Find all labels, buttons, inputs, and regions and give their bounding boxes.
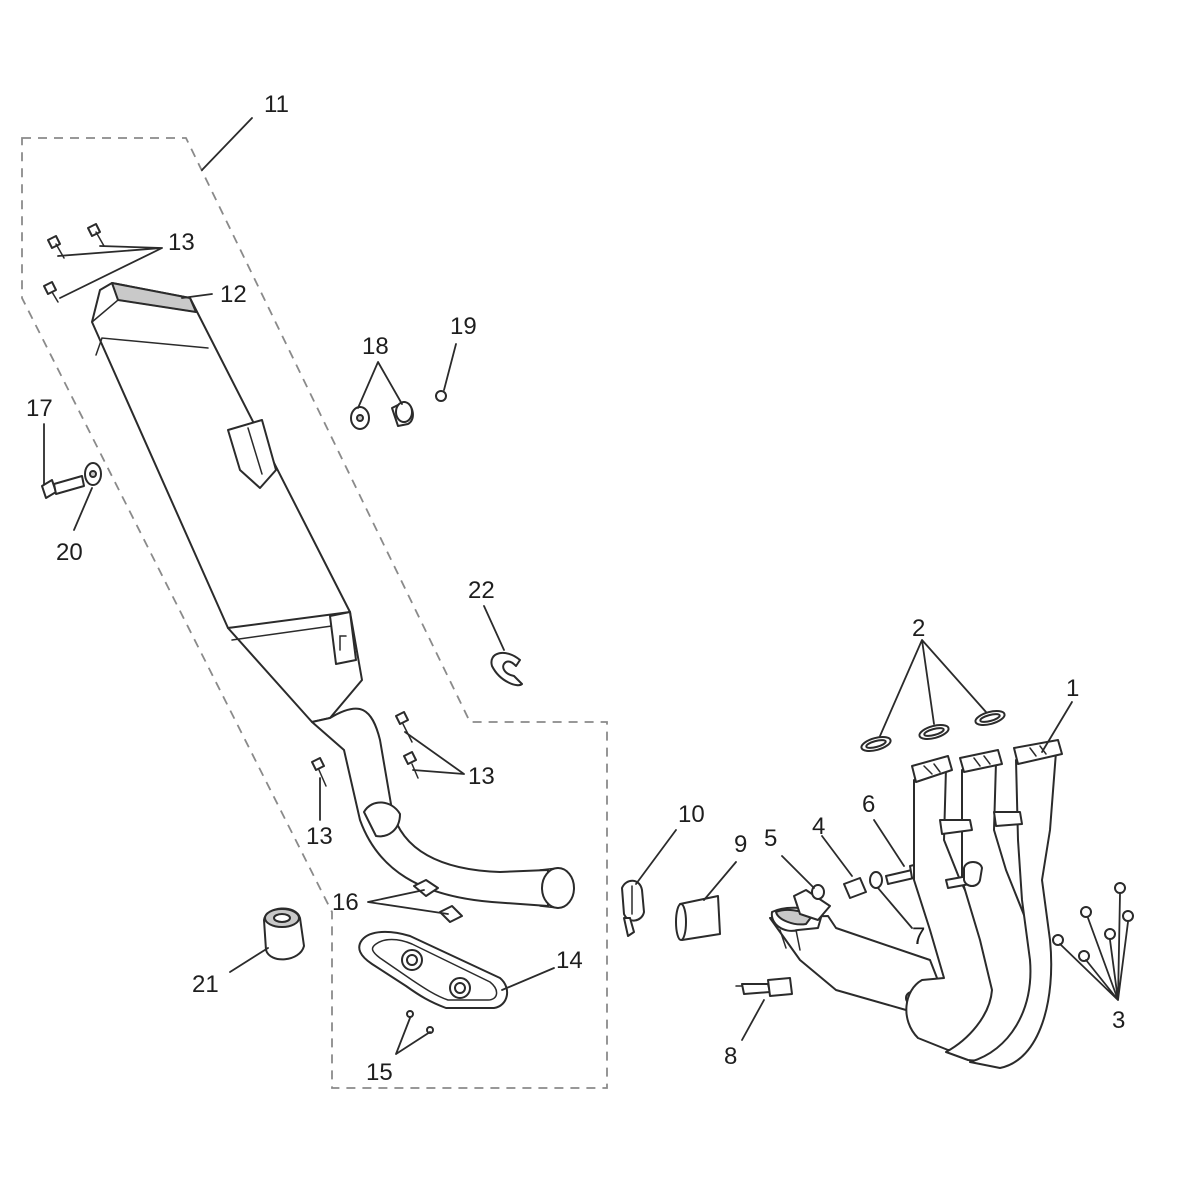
bracket-assembly: [793, 863, 921, 921]
bolt-17: [41, 475, 85, 499]
sleeve-9: [675, 895, 721, 941]
callout-4: 4: [812, 813, 825, 840]
clips-16: [413, 879, 463, 923]
heat-shield-14: [358, 930, 509, 1009]
rubber-grommets-18: [350, 401, 414, 430]
callout-13-mid: 13: [468, 763, 495, 790]
callout-22: 22: [468, 577, 495, 604]
callout-16: 16: [332, 889, 359, 916]
callout-11: 11: [264, 91, 289, 118]
rubber-buffer-21: [263, 907, 305, 961]
o2-sensor-8: [735, 977, 793, 997]
clip-22: [490, 651, 523, 687]
bolts-13-top: [43, 223, 105, 303]
leader-lines: [43, 117, 1129, 1055]
header-pipes-1: [905, 739, 1063, 1069]
callout-8: 8: [724, 1043, 737, 1070]
callout-13-top: 13: [168, 229, 195, 256]
callout-12: 12: [220, 281, 247, 308]
callout-1: 1: [1066, 675, 1079, 702]
callout-19: 19: [450, 313, 477, 340]
screws-15: [406, 1010, 434, 1034]
nut-19: [435, 390, 447, 402]
callout-17: 17: [26, 395, 53, 422]
assembly-11-boundary: [21, 137, 608, 1089]
callout-10: 10: [678, 801, 705, 828]
nuts-3: [1052, 882, 1134, 962]
callout-2: 2: [912, 615, 925, 642]
gaskets-2: [860, 710, 1006, 752]
callout-3: 3: [1112, 1007, 1125, 1034]
callout-21: 21: [192, 971, 219, 998]
clamp-10: [621, 879, 645, 937]
silencer-12: [91, 282, 363, 723]
link-pipe: [311, 707, 575, 909]
washer-20: [84, 462, 102, 486]
callout-18: 18: [362, 333, 389, 360]
callout-14: 14: [556, 947, 583, 974]
callout-20: 20: [56, 539, 83, 566]
callout-5: 5: [764, 825, 777, 852]
callout-7: 7: [912, 923, 925, 950]
callout-13-low: 13: [306, 823, 333, 850]
callout-labels: 11 13 12 18 19 17 20 22 13 13 16 21 14 1…: [26, 91, 1125, 1086]
callout-6: 6: [862, 791, 875, 818]
bolts-13-mid: [311, 711, 419, 787]
callout-15: 15: [366, 1059, 393, 1086]
callout-9: 9: [734, 831, 747, 858]
